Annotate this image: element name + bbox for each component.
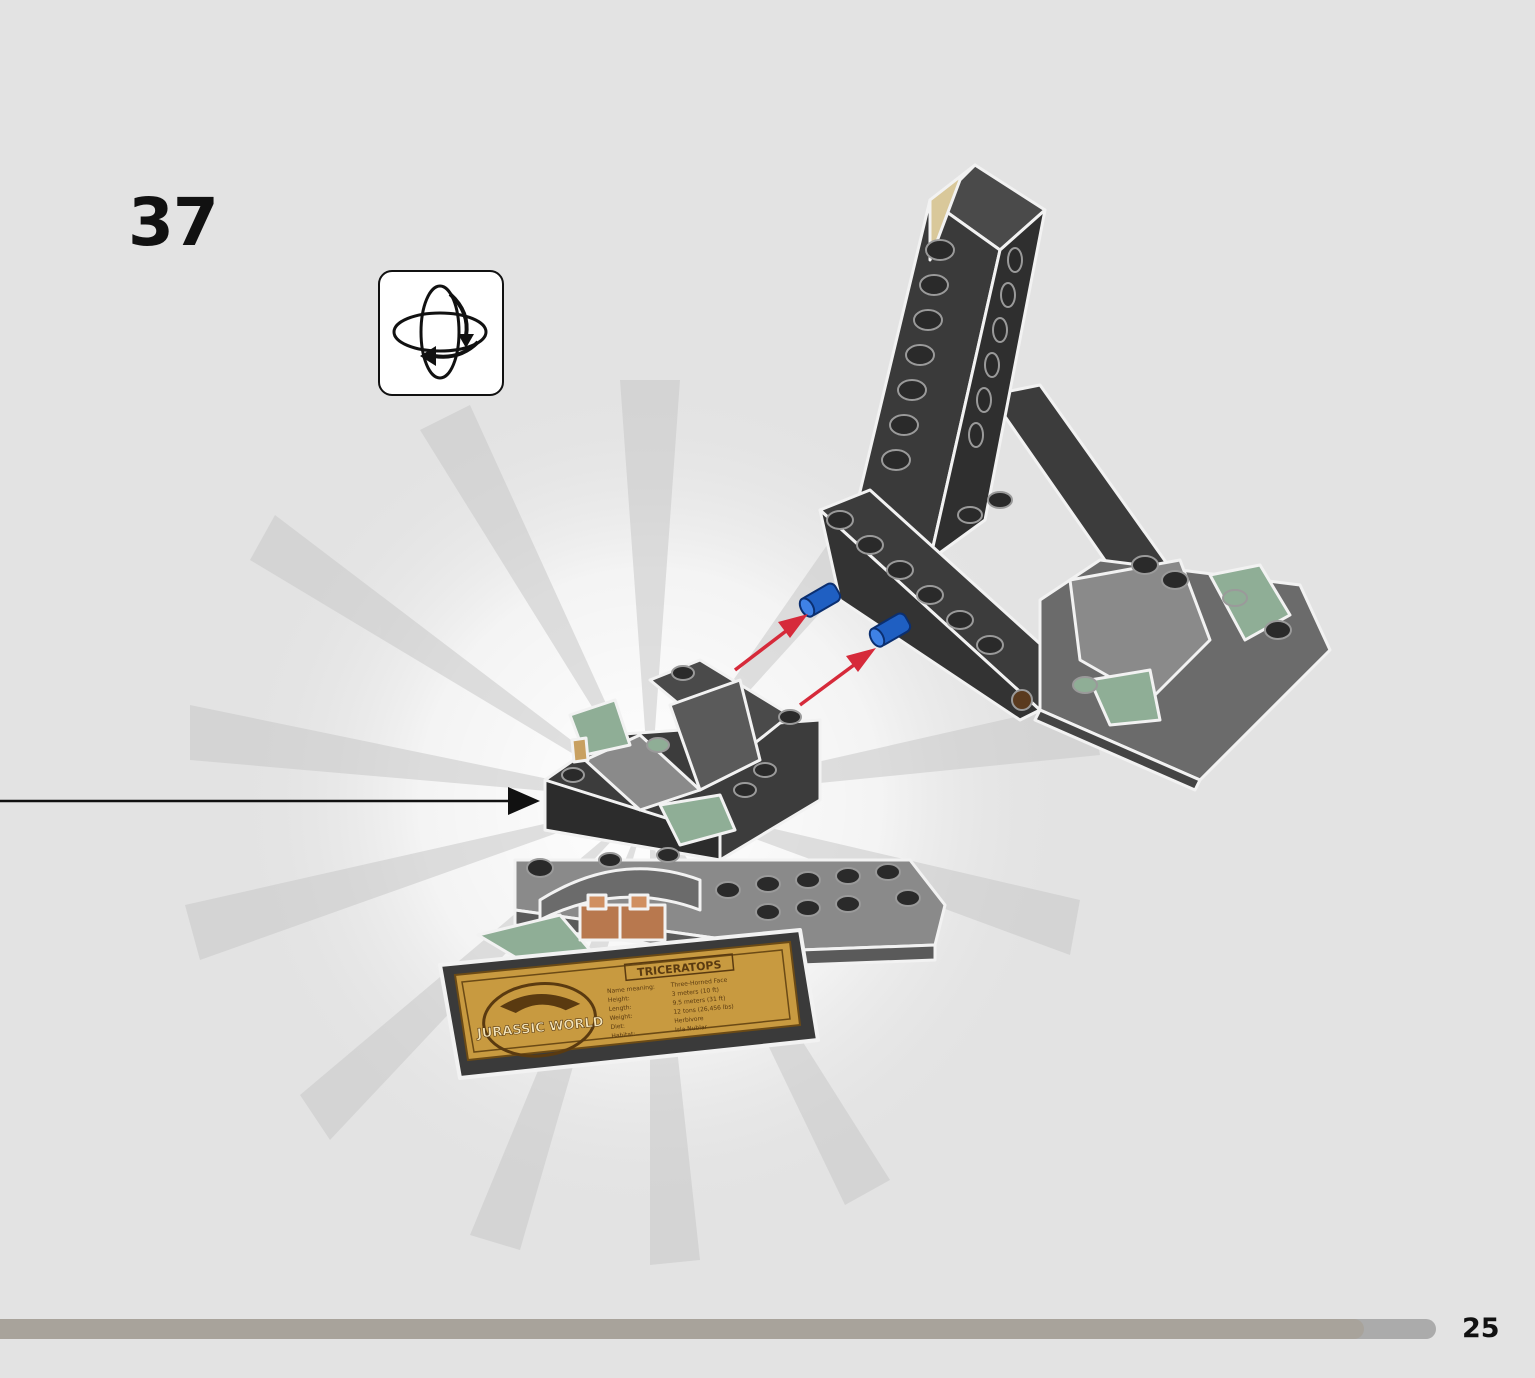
progress-bar-fill [0,1319,1365,1339]
step-number: 37 [128,184,219,261]
plaque-row-label: Name meaning: [607,984,655,996]
build-illustration: JURASSIC WORLD TRICERATOPS Name meaning:… [0,163,1332,1265]
plaque-row-label: Diet: [610,1023,625,1031]
name-plaque: JURASSIC WORLD TRICERATOPS Name meaning:… [438,928,820,1080]
plaque-row-label: Weight: [609,1013,633,1022]
rotate-model-icon [392,284,488,380]
progress-bar [0,1319,1436,1339]
plaque-row-value: Herbivore [674,1015,704,1025]
insertion-arrows [733,614,876,707]
plaque-row-value: Isla Nublar [675,1024,708,1034]
plaque-row-label: Length: [609,1004,632,1013]
base-assembly [476,658,947,967]
plaque-row-label: Height: [608,995,630,1004]
plaque-row-value: 3 meters (10 ft) [671,986,719,998]
page-number: 25 [1462,1313,1500,1344]
rotate-model-callout [378,270,504,396]
attach-arrow [0,787,540,815]
blue-pins [798,582,912,648]
plaque-row-label: Habitat: [611,1031,636,1040]
frame-assembly [818,163,1332,792]
